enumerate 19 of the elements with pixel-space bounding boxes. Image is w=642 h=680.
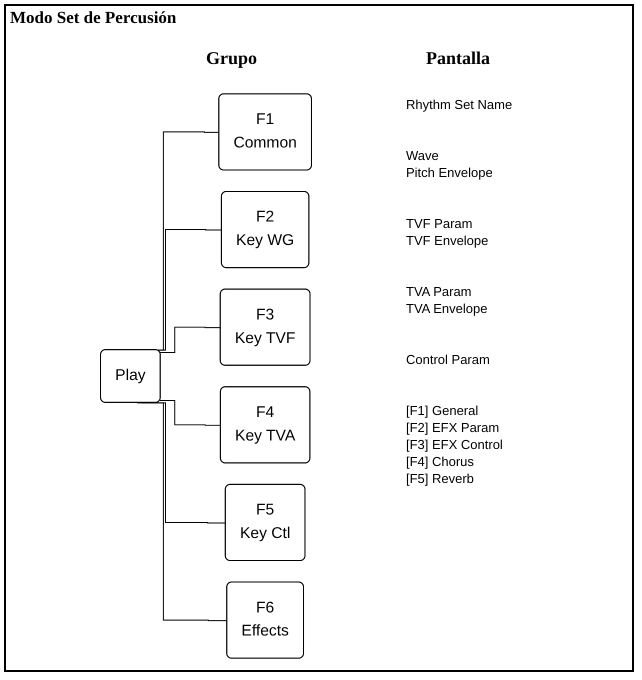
column-heading: Grupo [206,48,258,69]
screen-parameter-label: TVF Param [406,215,474,232]
screen-parameter-label: [F4] Chorus [406,453,475,470]
screen-parameter-label: [F2] EFX Param [406,419,500,436]
screen-parameter-label: [F3] EFX Control [406,436,504,453]
column-heading: Pantalla [426,48,490,69]
screen-parameter-label: Wave [406,147,440,164]
screen-parameter-label: [F5] Reverb [406,470,475,487]
screen-parameter-label: Rhythm Set Name [406,96,514,113]
connector [159,326,222,353]
connector [159,400,222,426]
screen-parameter-label: [F1] General [406,402,480,419]
screen-parameter-label: TVA Param [406,283,473,300]
screen-parameter-label: TVF Envelope [406,232,490,249]
connector [136,402,228,622]
diagram-title: Modo Set de Percusión [10,8,176,28]
screen-parameter-label: Control Param [406,351,491,368]
screen-parameter-label: TVA Envelope [406,300,488,317]
screen-parameter-label: Pitch Envelope [406,164,494,181]
